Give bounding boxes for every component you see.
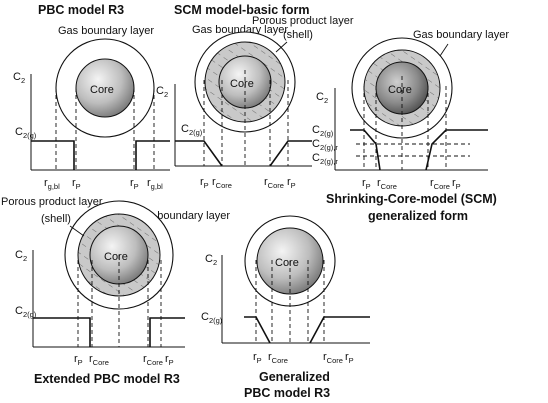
- tick-label: rP: [452, 177, 461, 191]
- tick-label: rP: [345, 351, 354, 365]
- panel-title-line1: Shrinking-Core-model (SCM): [326, 192, 497, 206]
- level-label-c2gr-core: C2(g),r: [312, 152, 338, 166]
- tick-label: rP: [287, 176, 296, 190]
- panel-title: PBC model R3: [38, 3, 124, 17]
- level-label-c2g: C2(g): [181, 123, 203, 137]
- gas-boundary-layer-label: Gas boundary layer: [58, 25, 154, 37]
- leader-line: [439, 43, 449, 57]
- profile-line-left: [33, 317, 91, 347]
- axis-label-c2: C2: [156, 85, 168, 99]
- tick-label: rP: [74, 353, 83, 367]
- profile-line-left: [31, 140, 75, 170]
- core-label: Core: [275, 257, 299, 269]
- profile-line-left: [350, 129, 381, 171]
- tick-label: rP: [72, 177, 81, 191]
- gas-boundary-layer-label: Gas boundary layer: [192, 24, 288, 36]
- concentration-profile: C2 C2(g) C2(g),r C2(g),r rP rCore rCore …: [312, 76, 488, 191]
- shell-label: (shell): [283, 29, 313, 41]
- profile-line-right: [149, 317, 185, 347]
- panel-scm-basic: SCM model-basic form Gas boundary layer …: [156, 3, 354, 190]
- tick-label: rg,bl: [44, 177, 60, 191]
- axis-label-c2: C2: [316, 91, 328, 105]
- tick-label: rP: [253, 351, 262, 365]
- panel-title: Extended PBC model R3: [34, 372, 180, 386]
- tick-label: rP: [200, 176, 209, 190]
- tick-label: rCore: [212, 176, 232, 190]
- shell-label: (shell): [41, 213, 71, 225]
- porous-layer-label: Porous product layer: [252, 15, 354, 27]
- level-label-c2gr-outer: C2(g),r: [312, 138, 338, 152]
- axis-label-c2: C2: [13, 71, 25, 85]
- level-label-c2g: C2(g): [15, 305, 37, 319]
- panel-title: SCM model-basic form: [174, 3, 309, 17]
- concentration-profile: C2 C2(g) rP rCore rCore rP: [15, 249, 185, 367]
- profile-line-right: [425, 129, 488, 171]
- axis-label-c2: C2: [205, 253, 217, 267]
- tick-label: rP: [362, 177, 371, 191]
- panel-generalized-pbc: Core C2 C2(g) rP rCore rCore rP Generali…: [201, 215, 370, 400]
- panel-title-line2: generalized form: [368, 209, 468, 223]
- panel-title-line2: PBC model R3: [244, 386, 330, 400]
- core-label: Core: [230, 78, 254, 90]
- tick-label: rCore: [377, 177, 397, 191]
- concentration-profile: C2 C2(g) rP rCore rCore rP: [156, 70, 312, 190]
- gas-boundary-layer-label: Gas boundary layer: [413, 29, 509, 41]
- panel-pbc-model: PBC model R3 Gas boundary layer Core C2 …: [13, 3, 170, 191]
- tick-label: rCore: [323, 351, 343, 365]
- concentration-profile: C2 C2(g) rP rCore rCore rP: [201, 253, 370, 365]
- leader-line: [275, 41, 288, 53]
- tick-label: rP: [130, 177, 139, 191]
- profile-line-left: [175, 140, 223, 167]
- core-label: Core: [388, 84, 412, 96]
- porous-layer-label: Porous product layer: [1, 196, 103, 208]
- level-label-c2g: C2(g): [312, 124, 334, 138]
- tick-label: rCore: [143, 353, 163, 367]
- profile-line-left: [244, 316, 271, 344]
- concentration-profile: C2 C2(g) rg,bl rP rP rg,bl: [13, 71, 170, 191]
- leader-line: [69, 225, 85, 237]
- panel-title-line1: Generalized: [259, 370, 330, 384]
- level-label-c2g: C2(g): [15, 126, 37, 140]
- profile-line-right: [135, 140, 170, 170]
- level-label-c2g: C2(g): [201, 311, 223, 325]
- profile-line-right: [269, 140, 312, 167]
- tick-label: rCore: [264, 176, 284, 190]
- tick-label: rCore: [268, 351, 288, 365]
- core-label: Core: [104, 251, 128, 263]
- axis-label-c2: C2: [15, 249, 27, 263]
- tick-label: rCore: [430, 177, 450, 191]
- profile-line-right: [309, 316, 370, 344]
- tick-label: rg,bl: [147, 177, 163, 191]
- panel-scm-generalized: Gas boundary layer Core C2 C2(g) C2(g),r…: [312, 29, 509, 223]
- core-label: Core: [90, 84, 114, 96]
- panel-extended-pbc: Porous product layer (shell) Gas boundar…: [1, 196, 230, 386]
- tick-label: rP: [165, 353, 174, 367]
- tick-label: rCore: [89, 353, 109, 367]
